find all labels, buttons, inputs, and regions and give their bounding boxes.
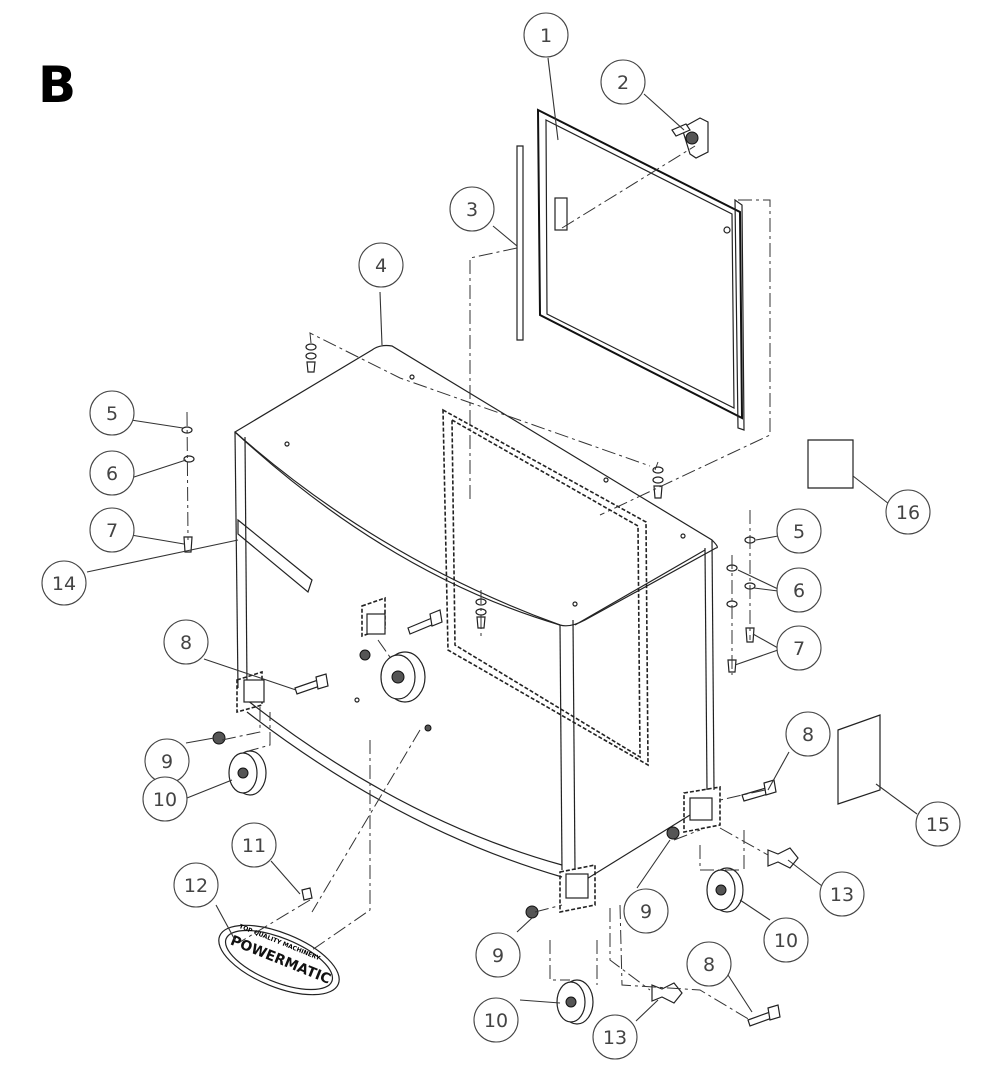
callout-number: 10 <box>484 1010 508 1032</box>
callout-11: 11 <box>231 822 277 868</box>
callout-circle <box>623 888 669 934</box>
callout-circle <box>89 507 135 553</box>
callout-circle <box>449 186 495 232</box>
callout-15: 15 <box>915 801 961 847</box>
callout-6: 6 <box>89 450 135 496</box>
callout-number: 10 <box>153 789 177 811</box>
door-gasket-strip <box>516 145 524 341</box>
door-latch <box>671 117 709 159</box>
callout-13: 13 <box>592 1014 638 1060</box>
warning-label-strip <box>237 518 313 594</box>
callout-number: 6 <box>106 463 118 485</box>
callout-3: 3 <box>449 186 495 232</box>
cabinet-body <box>233 344 718 881</box>
callout-13: 13 <box>819 871 865 917</box>
callout-circle <box>776 567 822 613</box>
bolts <box>294 609 781 1027</box>
callout-number: 10 <box>774 930 798 952</box>
callout-5: 5 <box>89 390 135 436</box>
callout-circle <box>142 776 188 822</box>
callout-circle <box>89 450 135 496</box>
callout-circle <box>819 871 865 917</box>
callout-number: 9 <box>161 751 173 773</box>
callout-2: 2 <box>600 59 646 105</box>
callout-9: 9 <box>623 888 669 934</box>
callout-5: 5 <box>776 508 822 554</box>
callout-number: 13 <box>603 1027 627 1049</box>
section-letter: B <box>38 56 77 114</box>
caster-wheels <box>228 651 744 1025</box>
callout-10: 10 <box>473 997 519 1043</box>
callout-7: 7 <box>89 507 135 553</box>
callout-14: 14 <box>41 560 87 606</box>
callout-number: 1 <box>540 25 552 47</box>
callout-number: 9 <box>492 945 504 967</box>
callout-circle <box>163 619 209 665</box>
logo-plate: TOP QUALITY MACHINERY POWERMATIC <box>218 923 340 996</box>
callout-number: 14 <box>52 573 76 595</box>
callout-circle <box>523 12 569 58</box>
callout-16: 16 <box>885 489 931 535</box>
callout-number: 3 <box>466 199 478 221</box>
callout-number: 8 <box>180 632 192 654</box>
callout-circle <box>173 862 219 908</box>
cabinet-door <box>536 108 745 431</box>
callout-8: 8 <box>686 941 732 987</box>
callout-number: 8 <box>802 724 814 746</box>
callout-number: 9 <box>640 901 652 923</box>
callout-circle <box>473 997 519 1043</box>
callout-number: 2 <box>617 72 629 94</box>
callout-circle <box>89 390 135 436</box>
callout-6: 6 <box>776 567 822 613</box>
callout-4: 4 <box>358 242 404 288</box>
callout-circle <box>776 508 822 554</box>
callout-circle <box>686 941 732 987</box>
callout-number: 5 <box>106 403 118 425</box>
callout-8: 8 <box>163 619 209 665</box>
callout-circle <box>763 917 809 963</box>
callout-9: 9 <box>144 738 190 784</box>
leader-lines <box>86 57 918 1022</box>
callout-number: 4 <box>375 255 387 277</box>
callout-circle <box>41 560 87 606</box>
callout-circle <box>475 932 521 978</box>
callout-circle <box>592 1014 638 1060</box>
callout-8: 8 <box>785 711 831 757</box>
callout-number: 16 <box>896 502 920 524</box>
callout-circle <box>600 59 646 105</box>
callout-9: 9 <box>475 932 521 978</box>
callout-circle <box>776 625 822 671</box>
callout-circle <box>358 242 404 288</box>
lock-knobs <box>651 847 799 1004</box>
callout-10: 10 <box>142 776 188 822</box>
callout-12: 12 <box>173 862 219 908</box>
callout-circle <box>231 822 277 868</box>
callout-number: 7 <box>106 520 118 542</box>
callout-number: 13 <box>830 884 854 906</box>
callout-circle <box>885 489 931 535</box>
logo-screw <box>301 887 313 901</box>
callout-circle <box>785 711 831 757</box>
callout-10: 10 <box>763 917 809 963</box>
nuts <box>212 649 680 919</box>
callout-number: 8 <box>703 954 715 976</box>
callout-number: 12 <box>184 875 208 897</box>
callout-number: 11 <box>242 835 266 857</box>
callout-number: 5 <box>793 521 805 543</box>
callout-1: 1 <box>523 12 569 58</box>
callout-circle <box>915 801 961 847</box>
callout-7: 7 <box>776 625 822 671</box>
callout-number: 15 <box>926 814 950 836</box>
label-plates <box>807 439 881 805</box>
callout-number: 7 <box>793 638 805 660</box>
caster-brackets <box>236 596 721 913</box>
door-opening <box>442 408 649 767</box>
assembly-lines <box>186 145 771 1021</box>
callout-number: 6 <box>793 580 805 602</box>
hardware-screws <box>181 343 756 673</box>
